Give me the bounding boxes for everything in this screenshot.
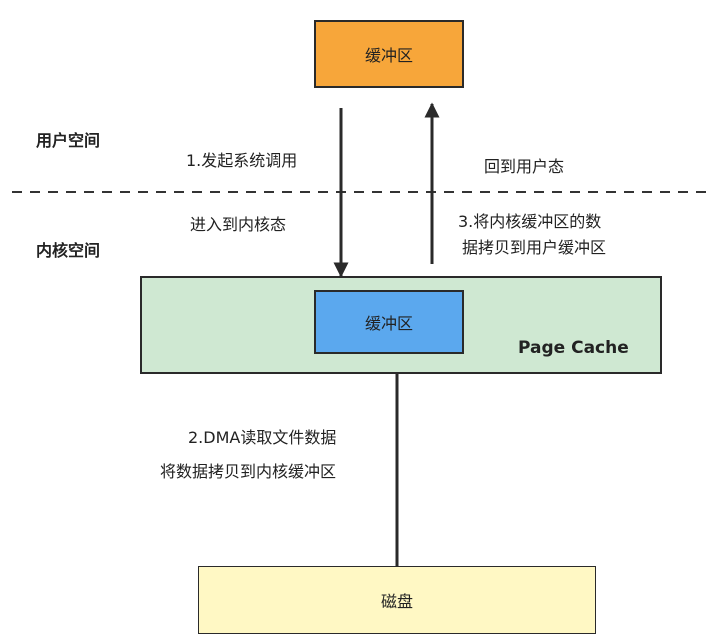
syscall-label-line2: 进入到内核态 — [190, 215, 287, 234]
dma-label-line1: 2.DMA读取文件数据 — [188, 428, 337, 447]
user-space-label: 用户空间 — [36, 131, 101, 150]
kernel-buffer-label: 缓冲区 — [364, 314, 413, 333]
kernel-buffer-box: 缓冲区 — [314, 290, 464, 354]
user-buffer-box: 缓冲区 — [314, 20, 464, 88]
syscall-label-line1: 1.发起系统调用 — [186, 151, 298, 170]
disk-box: 磁盘 — [198, 566, 596, 634]
user-buffer-label: 缓冲区 — [364, 46, 413, 65]
disk-label: 磁盘 — [380, 592, 413, 611]
kernel-space-label: 内核空间 — [36, 241, 101, 260]
return-label: 回到用户态 — [484, 157, 565, 176]
copy-to-user-label-line1: 3.将内核缓冲区的数 — [458, 212, 602, 231]
page-cache-label: Page Cache — [518, 338, 629, 358]
dma-label-line2: 将数据拷贝到内核缓冲区 — [160, 462, 337, 481]
copy-to-user-label-line2: 据拷贝到用户缓冲区 — [462, 238, 607, 257]
